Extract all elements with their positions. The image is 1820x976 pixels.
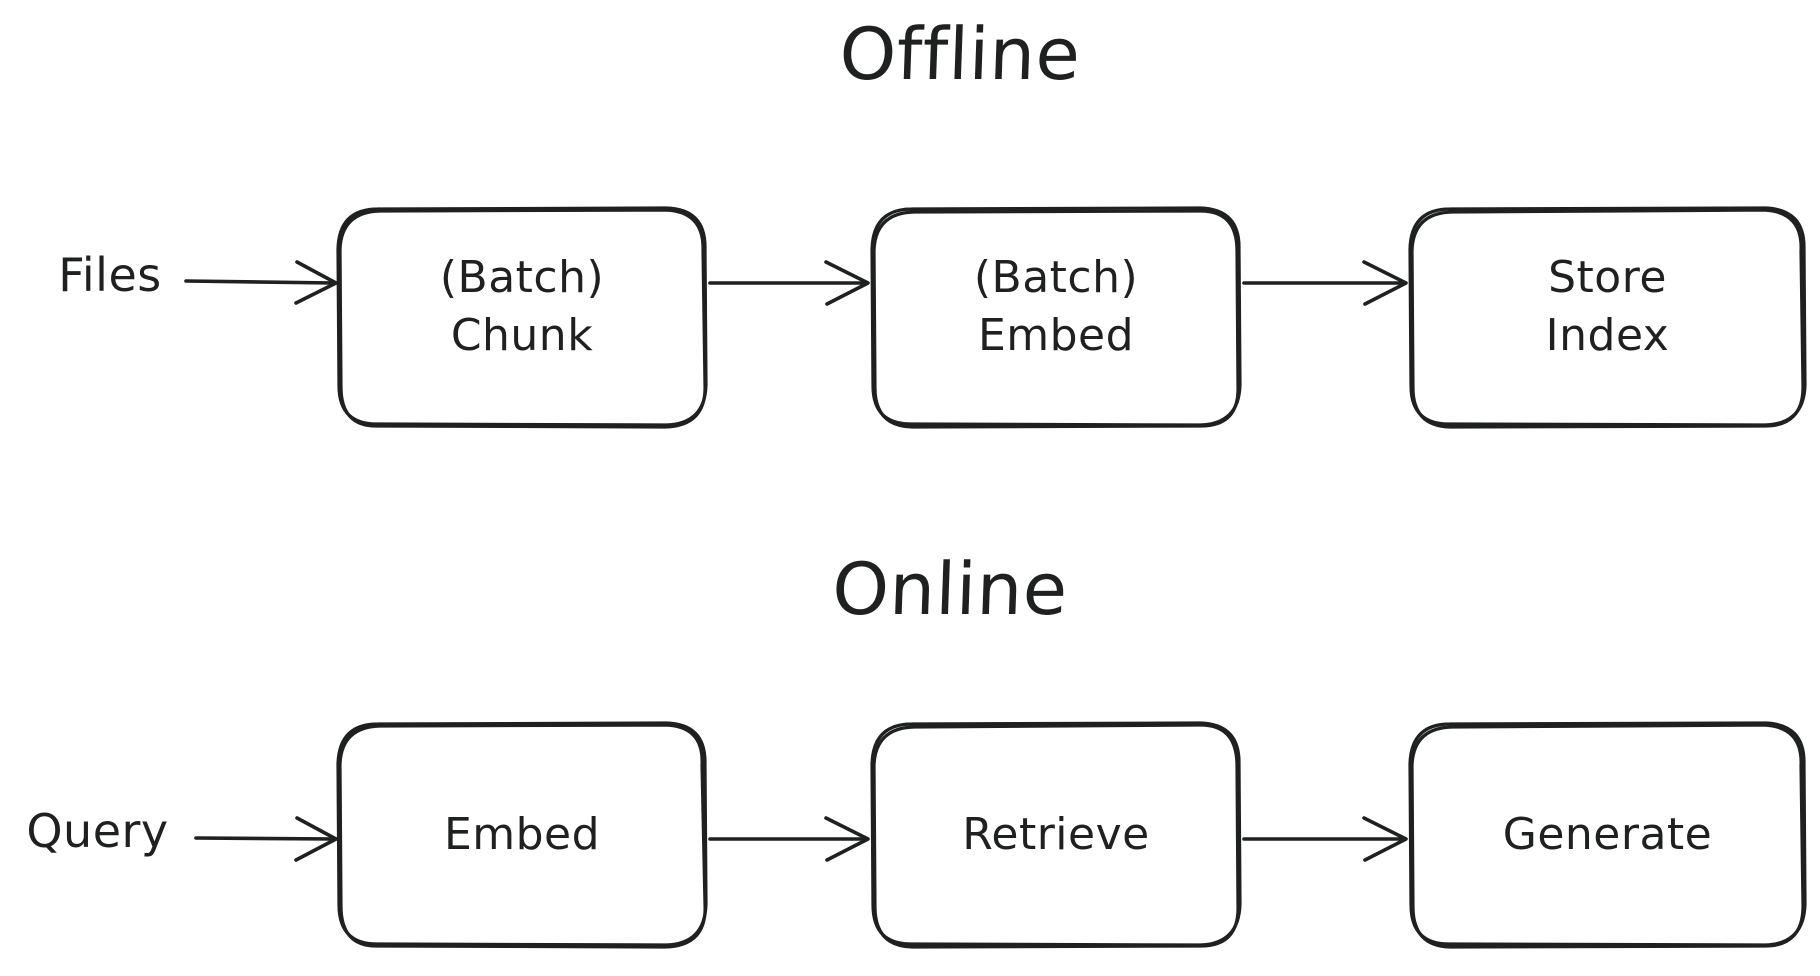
node-box-embed[interactable] (336, 721, 708, 949)
arrow-files-to-chunk (184, 260, 338, 305)
input-label-query: Query (26, 804, 169, 858)
section-title-online: Online (830, 547, 1070, 631)
arrow-embed-to-store (1242, 260, 1408, 306)
node-box-batch-chunk[interactable] (336, 206, 708, 429)
node-label-store-index-line1: Store (1548, 252, 1667, 303)
node-label-batch-chunk-line2: Chunk (450, 310, 594, 361)
node-box-retrieve[interactable] (870, 721, 1242, 949)
node-label-batch-chunk-line1: (Batch) (439, 252, 605, 303)
node-label-batch-embed-line2: Embed (977, 310, 1135, 361)
input-label-files: Files (58, 248, 162, 302)
node-label-embed: Embed (443, 809, 601, 860)
node-label-store-index-line2: Index (1545, 310, 1670, 361)
arrow-chunk-to-embed (708, 260, 870, 306)
arrow-embed-to-retrieve (708, 816, 870, 862)
node-label-generate: Generate (1502, 809, 1713, 860)
node-box-batch-embed[interactable] (870, 206, 1242, 429)
node-label-retrieve: Retrieve (962, 809, 1150, 860)
node-label-batch-embed-line1: (Batch) (973, 252, 1139, 303)
arrow-query-to-embed (194, 816, 338, 862)
arrow-retrieve-to-generate (1242, 816, 1408, 862)
node-box-generate[interactable] (1408, 721, 1807, 949)
node-box-store-index[interactable] (1408, 206, 1807, 429)
section-title-offline: Offline (838, 12, 1082, 96)
